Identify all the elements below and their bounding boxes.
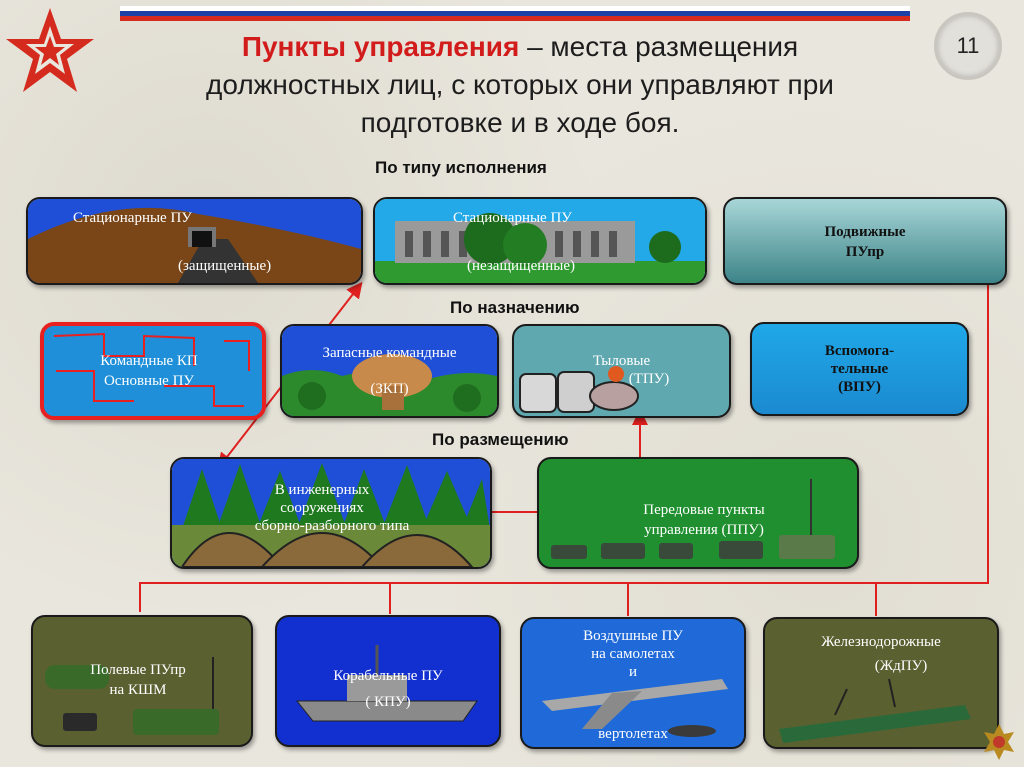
slide-title: Пункты управления – места размещения дол… <box>120 28 920 142</box>
card-auxiliary[interactable]: Вспомога- тельные (ВПУ) <box>750 322 969 416</box>
army-star-icon <box>4 4 96 96</box>
card-command[interactable]: Командные КП Основные ПУ <box>40 322 266 420</box>
title-rest: – места размещения <box>519 31 798 62</box>
card-label-line1: Запасные командные <box>282 344 497 362</box>
card-label-line2: сооружениях <box>232 499 412 517</box>
card-label-line2: Основные ПУ <box>44 372 254 390</box>
card-label-line3: и <box>522 663 744 681</box>
title-line-3: подготовке и в ходе боя. <box>120 104 920 142</box>
card-engineering[interactable]: В инженерных сооружениях сборно-разборно… <box>170 457 492 569</box>
card-label-line2: (ЗКП) <box>282 380 497 398</box>
card-label-line1: Подвижные <box>725 223 1005 241</box>
card-label-line3: сборно-разборного типа <box>212 517 452 535</box>
card-stationary-protected[interactable]: Стационарные ПУ (защищенные) <box>26 197 363 285</box>
map-illustration <box>44 326 262 416</box>
card-stationary-unprotected[interactable]: Стационарные ПУ (незащищенные) <box>373 197 707 285</box>
emblem-icon <box>982 722 1016 762</box>
card-label-line1: Железнодорожные <box>765 633 997 651</box>
title-highlight: Пункты управления <box>242 31 519 62</box>
card-rail[interactable]: Железнодорожные (ЖдПУ) <box>763 617 999 749</box>
card-label-line1: Стационарные ПУ <box>453 209 572 227</box>
card-label-line2: (ТПУ) <box>604 370 694 388</box>
card-label-line1: Командные КП <box>44 352 254 370</box>
section-by-placement: По размещению <box>432 430 568 450</box>
card-label-line2: (незащищенные) <box>467 257 575 275</box>
title-line-2: должностных лиц, с которых они управляют… <box>120 66 920 104</box>
section-by-execution: По типу исполнения <box>375 158 547 178</box>
card-label-line2: ПУпр <box>725 243 1005 261</box>
card-label-line2: управления (ППУ) <box>589 521 819 539</box>
card-label-line2: тельные <box>752 360 967 378</box>
card-label-line2: ( КПУ) <box>277 693 499 711</box>
card-label-line1: Полевые ПУпр <box>63 661 213 679</box>
card-ship[interactable]: Корабельные ПУ ( КПУ) <box>275 615 501 747</box>
card-reserve[interactable]: Запасные командные (ЗКП) <box>280 324 499 418</box>
card-label-line2: (защищенные) <box>178 257 271 275</box>
card-label-line1: Тыловые <box>544 352 699 370</box>
card-label-line3: (ВПУ) <box>752 378 967 396</box>
card-label-line2: на КШМ <box>63 681 213 699</box>
slide-number: 11 <box>934 12 1002 80</box>
russian-flag-stripe <box>120 6 910 22</box>
card-label-line1: Корабельные ПУ <box>277 667 499 685</box>
explosion-illustration <box>282 326 497 416</box>
card-mobile[interactable]: Подвижные ПУпр <box>723 197 1007 285</box>
card-label-line1: Передовые пункты <box>589 501 819 519</box>
card-forward[interactable]: Передовые пункты управления (ППУ) <box>537 457 859 569</box>
card-label-line2: на самолетах <box>522 645 744 663</box>
card-label-line1: Стационарные ПУ <box>73 209 192 227</box>
card-air[interactable]: Воздушные ПУ на самолетах и вертолетах <box>520 617 746 749</box>
card-field[interactable]: Полевые ПУпр на КШМ <box>31 615 253 747</box>
card-label-line1: В инженерных <box>232 481 412 499</box>
card-label-line2: (ЖдПУ) <box>785 657 999 675</box>
section-by-purpose: По назначению <box>450 298 580 318</box>
card-label-line4: вертолетах <box>522 725 744 743</box>
card-label-line1: Воздушные ПУ <box>522 627 744 645</box>
card-label-line1: Вспомога- <box>752 342 967 360</box>
card-rear[interactable]: Тыловые (ТПУ) <box>512 324 731 418</box>
